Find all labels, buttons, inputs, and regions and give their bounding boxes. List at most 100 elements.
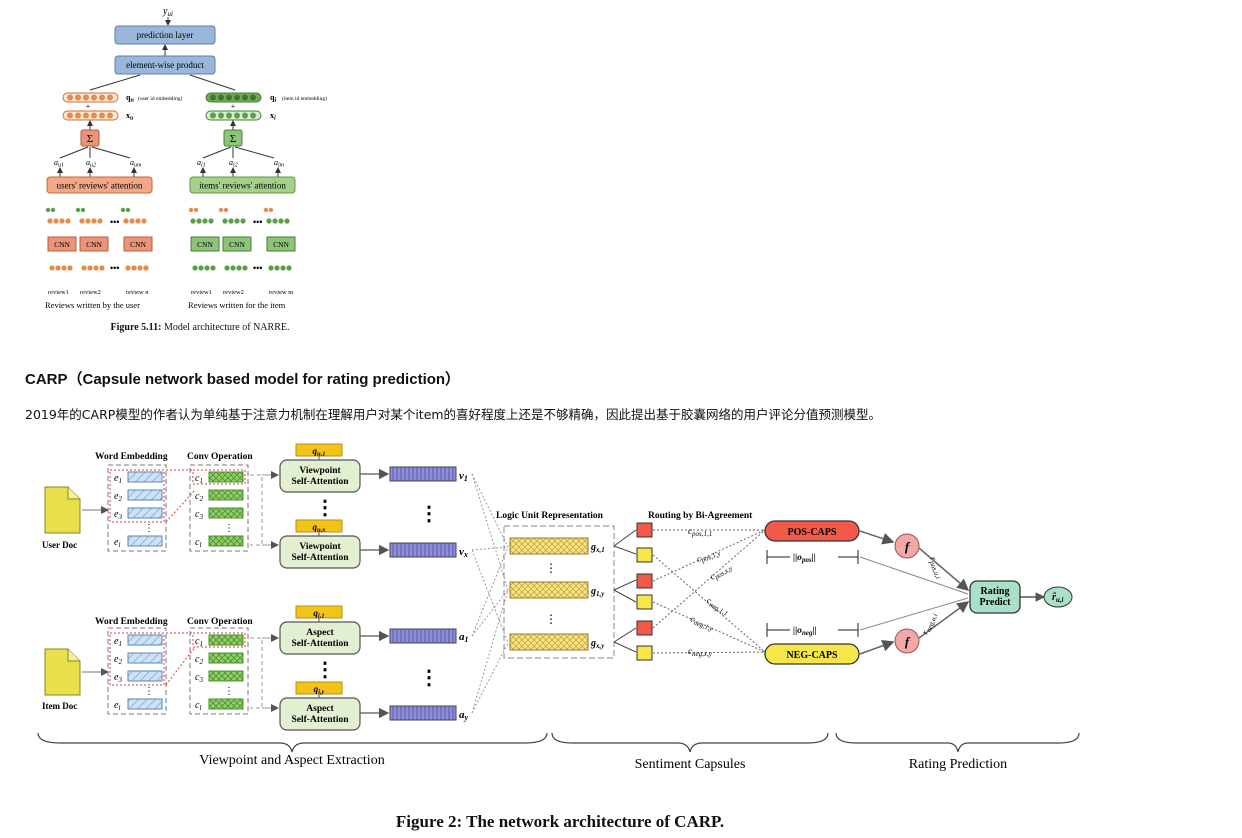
section-label-extraction: Viewpoint and Aspect Extraction [199,753,384,768]
g-1y-label: g1,y [590,586,605,598]
carp-diagram: Word Embedding Conv Operation User Doc e… [37,443,1080,772]
user-att-weight-1: au1 [54,158,64,169]
c-pos-1y: cpos,1,y [695,545,722,565]
user-att-weight-2: au2 [86,158,96,169]
pos-caps-node [764,520,860,542]
svg-text:e2: e2 [114,654,122,666]
svg-text:c1: c1 [195,473,203,485]
item-review-columns: CNN CNN CNN ••• ••• review1 review2 revi… [188,207,296,296]
ay-label: ay [459,709,469,722]
f-neg-label: f [905,634,911,649]
item-review-embedding [205,110,262,121]
item-sum-label: Σ [230,133,236,145]
figure2-caption: Figure 2: The network architecture of CA… [395,812,725,831]
item-sum-box [223,129,243,147]
svg-text:cl: cl [195,700,201,712]
svg-text:•••: ••• [253,263,262,273]
rating-output-label: r̂u,i [1052,592,1064,604]
svg-text:e2: e2 [114,491,122,503]
item-att-weight-2: ai2 [229,158,238,169]
q-ux-label: qu,x [313,522,327,534]
aspect-attention-y [279,697,361,731]
svg-text:e3: e3 [114,509,122,521]
v1-vector [389,466,457,482]
svg-text:⋮: ⋮ [224,523,234,534]
user-reviews-group-label: Reviews written by the user [45,300,140,310]
narre-caption: Figure 5.11: Model architecture of NARRE… [110,322,290,333]
elementwise-product-label: element-wise product [126,60,204,70]
users-attention-label: users' reviews' attention [57,181,143,191]
svg-text:c1: c1 [195,636,203,648]
r-neg-label: rneg,u,i [920,611,940,636]
item-reviews-group-label: Reviews written for the item [188,300,286,310]
svg-text:⋮: ⋮ [315,659,335,681]
conv-operation-label-user: Conv Operation [187,452,253,462]
svg-text:⋮: ⋮ [545,561,557,575]
neg-cap-2 [636,594,653,610]
svg-text:⋮: ⋮ [224,686,234,697]
items-attention-label: items' reviews' attention [199,181,286,191]
user-att-weight-m: aum [130,158,142,169]
item-att-weight-1: ai1 [197,158,206,169]
section-paragraph: 2019年的CARP模型的作者认为单纯基于注意力机制在理解用户对某个item的喜… [25,407,882,422]
c-pos-11: cpos,1,1 [688,526,712,538]
svg-text:CNN: CNN [273,240,289,249]
item-att-weight-m: aim [274,158,285,169]
svg-text:⋮: ⋮ [419,503,439,525]
f-pos-node [894,533,920,559]
g-xy-vector [509,633,589,651]
conv-operation-label-item: Conv Operation [187,617,253,627]
item-doc-label: Item Doc [42,701,77,711]
user-doc-label: User Doc [42,540,77,550]
neg-caps-label: NEG-CAPS [786,650,838,661]
vx-vector [389,542,457,558]
svg-text:⋮: ⋮ [144,523,154,534]
section-heading: CARP（Capsule network based model for rat… [25,371,461,388]
item-conv-group [189,627,249,715]
v1-label: v1 [459,470,468,483]
svg-text:c2: c2 [195,654,203,666]
qi-label: qi [270,93,276,104]
svg-text:⋮: ⋮ [144,686,154,697]
users-attention-box [46,176,153,194]
svg-text:el: el [114,537,120,549]
viewpoint-attention-x [279,535,361,569]
user-doc-icon [44,486,81,534]
o-neg-norm: ||oneg|| [793,626,817,637]
output-label: yui [162,6,173,18]
user-embedding-rows: e1 e2 e3 el ⋮ [109,469,165,549]
svg-text:c3: c3 [195,672,203,684]
user-sum-box [80,129,100,147]
logic-unit-group [503,525,615,659]
viewpoint-attention-1 [279,459,361,493]
pos-cap-1 [636,522,653,538]
c-pos-xy: cpos,x,y [708,560,735,583]
g-xy-label: gx,y [590,638,605,650]
svg-text:CNN: CNN [130,240,146,249]
neg-cap-3 [636,645,653,661]
c-neg-1y: cneg,1,y [689,613,717,633]
svg-text:e3: e3 [114,672,122,684]
svg-text:CNN: CNN [197,240,213,249]
f-neg-node [894,628,920,654]
ay-vector [389,705,457,721]
svg-text:CNN: CNN [86,240,102,249]
neg-caps-node [764,643,860,665]
user-id-embedding [62,92,119,103]
item-doc-icon [44,648,81,696]
item-id-embedding [205,92,262,103]
xi-label: xi [270,111,276,122]
user-review-columns: CNN CNN CNN ••• ••• review1 review2 revi… [45,207,153,296]
a1-vector [389,628,457,644]
svg-text:review2: review2 [223,289,244,296]
section-label-capsules: Sentiment Capsules [635,757,746,772]
aspect-attention-1 [279,621,361,655]
o-pos-norm: ||opos|| [793,553,816,564]
svg-text:•••: ••• [253,217,262,227]
pos-cap-3 [636,620,653,636]
routing-label: Routing by Bi-Agreement [648,511,753,521]
user-conv-rows: c1 c2 c3 cl ⋮ [192,469,246,549]
qu-label: qu [126,93,134,104]
section-label-rating: Rating Prediction [909,757,1007,772]
